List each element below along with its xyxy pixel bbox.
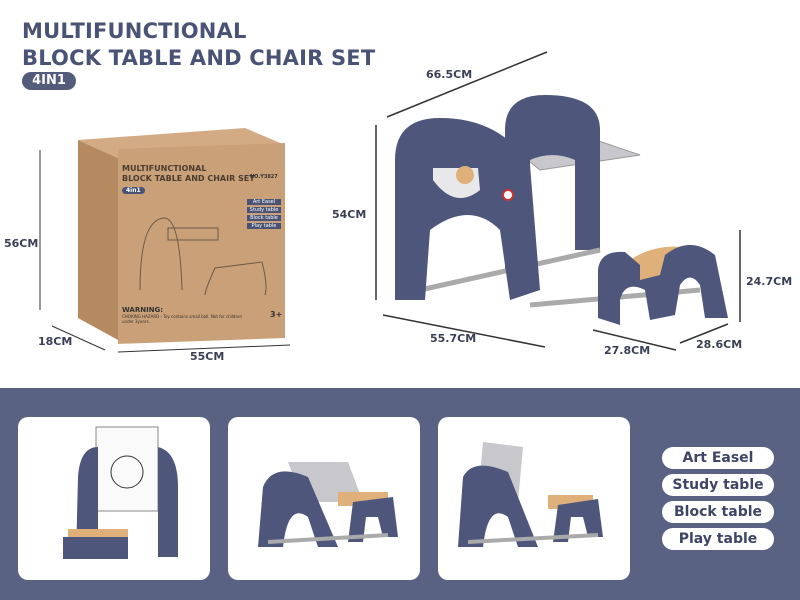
mode-play-table: Play table xyxy=(662,528,774,550)
box-title-2: BLOCK TABLE AND CHAIR SET xyxy=(122,174,255,183)
box-model: NO.Y3827 xyxy=(250,174,278,180)
box-age: 3+ xyxy=(270,310,283,319)
box-modes: Art Easel Study table Block table Play t… xyxy=(247,199,281,229)
box-title-1: MULTIFUNCTIONAL xyxy=(122,164,207,173)
block-table-image xyxy=(438,417,630,580)
box-badge: 4in1 xyxy=(122,187,145,194)
dim-bottom-width: 55.7CM xyxy=(430,332,477,345)
title-line-1: MULTIFUNCTIONAL xyxy=(22,19,247,43)
mode-study-table: Study table xyxy=(662,474,774,496)
box-hazard: CHOKING HAZARD - Toy contains small ball… xyxy=(122,314,243,324)
dim-top-width: 66.5CM xyxy=(426,68,473,81)
dim-box-width: 55CM xyxy=(190,350,225,363)
box-mode: Play table xyxy=(247,223,281,229)
mode-art-easel: Art Easel xyxy=(662,447,774,469)
4in1-badge: 4IN1 xyxy=(22,72,76,90)
dim-chair-width: 27.8CM xyxy=(604,344,651,357)
page-title: MULTIFUNCTIONAL BLOCK TABLE AND CHAIR SET xyxy=(22,18,375,72)
box-warning: WARNING: xyxy=(122,306,164,314)
dim-box-depth: 18CM xyxy=(38,335,73,348)
box-mode: Block table xyxy=(247,215,281,221)
study-table-image xyxy=(228,417,420,580)
dim-chair-depth: 28.6CM xyxy=(696,338,743,351)
dim-chair-height: 24.7CM xyxy=(746,275,793,288)
product-box xyxy=(39,51,741,353)
dim-height: 54CM xyxy=(332,208,367,221)
title-line-2: BLOCK TABLE AND CHAIR SET xyxy=(22,46,376,70)
dim-box-height: 56CM xyxy=(4,237,39,250)
mode-block-table: Block table xyxy=(662,501,774,523)
box-mode: Study table xyxy=(247,207,281,213)
art-easel-image xyxy=(18,417,210,580)
box-mode: Art Easel xyxy=(247,199,281,205)
